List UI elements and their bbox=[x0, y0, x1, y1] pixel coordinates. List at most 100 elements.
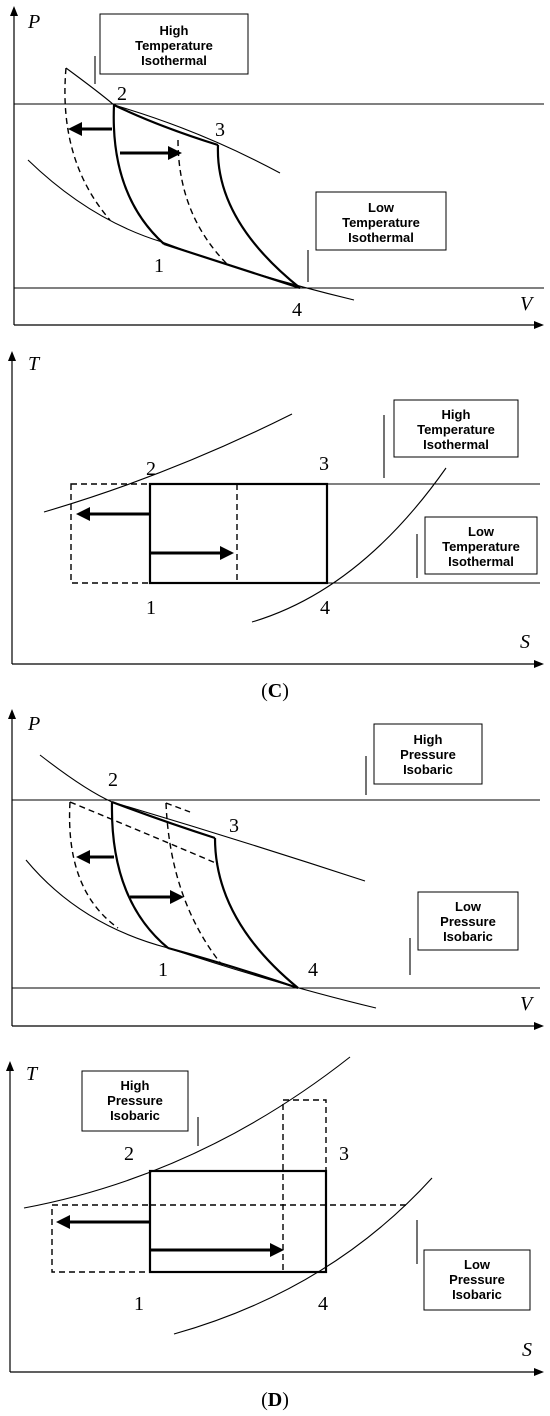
left-curve bbox=[43, 413, 293, 513]
shifted-right-expansion bbox=[165, 802, 223, 966]
low-box-line-1: Low bbox=[368, 200, 395, 215]
caption-open: ( bbox=[261, 680, 268, 702]
y-axis-arrowhead bbox=[6, 1061, 14, 1071]
x-axis-label: S bbox=[522, 1339, 532, 1361]
caption-letter: D bbox=[268, 1389, 282, 1411]
process-2-3 bbox=[111, 800, 216, 840]
caption-c: (C) bbox=[261, 680, 289, 702]
upper-curve bbox=[39, 754, 366, 882]
y-axis-label: T bbox=[28, 353, 41, 375]
panel-pv-pressure: P V 2 3 1 4 High Pressure Isobaric Low P… bbox=[8, 709, 544, 1030]
process-3-4 bbox=[216, 144, 301, 289]
right-curve bbox=[173, 1177, 433, 1335]
process-4-1 bbox=[163, 242, 301, 290]
shifted-left-dashed bbox=[70, 483, 151, 584]
high-box-line-3: Isobaric bbox=[403, 762, 453, 777]
shifted-right-dashed bbox=[282, 1099, 327, 1273]
low-box-line-3: Isothermal bbox=[448, 554, 514, 569]
shifted-right-top bbox=[165, 802, 191, 813]
shifted-left-compression bbox=[68, 801, 119, 929]
point-2-label: 2 bbox=[146, 458, 156, 480]
point-2-label: 2 bbox=[124, 1143, 134, 1165]
point-4-label: 4 bbox=[308, 959, 318, 981]
point-1-label: 1 bbox=[158, 959, 168, 981]
right-arrowhead bbox=[220, 546, 234, 560]
y-axis-arrowhead bbox=[10, 6, 18, 16]
high-box-line-2: Temperature bbox=[135, 38, 213, 53]
low-box-line-3: Isobaric bbox=[452, 1287, 502, 1302]
cycle-rectangle bbox=[148, 1169, 328, 1274]
shifted-expansion-dashed bbox=[177, 139, 229, 266]
low-box-line-2: Temperature bbox=[442, 539, 520, 554]
left-arrowhead bbox=[76, 507, 90, 521]
cycle-rectangle bbox=[148, 482, 329, 585]
point-3-label: 3 bbox=[229, 815, 239, 837]
point-2-label: 2 bbox=[117, 83, 127, 105]
low-box-line-2: Pressure bbox=[449, 1272, 505, 1287]
low-box-line-3: Isothermal bbox=[348, 230, 414, 245]
point-1-label: 1 bbox=[154, 255, 164, 277]
low-box-line-3: Isobaric bbox=[443, 929, 493, 944]
y-axis-arrowhead bbox=[8, 351, 16, 361]
high-box-line-1: High bbox=[121, 1078, 150, 1093]
high-box-line-3: Isothermal bbox=[141, 53, 207, 68]
low-isotherm-box bbox=[424, 516, 538, 575]
x-axis-arrowhead bbox=[534, 321, 544, 329]
high-isotherm-box bbox=[393, 399, 519, 458]
shifted-left-top bbox=[69, 801, 219, 865]
process-4-1 bbox=[167, 946, 299, 990]
right-curve bbox=[251, 467, 447, 623]
point-3-label: 3 bbox=[215, 119, 225, 141]
high-box-line-2: Pressure bbox=[400, 747, 456, 762]
y-axis-label: T bbox=[26, 1063, 39, 1085]
high-box-line-2: Temperature bbox=[417, 422, 495, 437]
caption-close: ) bbox=[282, 680, 289, 702]
high-box-line-1: High bbox=[160, 23, 189, 38]
x-axis-label: S bbox=[520, 631, 530, 653]
upper-curve bbox=[65, 67, 281, 174]
high-isotherm-box bbox=[99, 13, 249, 75]
lower-curve bbox=[27, 159, 355, 301]
y-axis-label: P bbox=[27, 713, 40, 735]
x-axis-arrowhead bbox=[534, 1022, 544, 1030]
process-1-2 bbox=[110, 801, 169, 949]
x-axis-arrowhead bbox=[534, 660, 544, 668]
high-box-line-2: Pressure bbox=[107, 1093, 163, 1108]
low-isotherm-box bbox=[315, 191, 447, 251]
high-box-line-1: High bbox=[414, 732, 443, 747]
high-box-line-1: High bbox=[442, 407, 471, 422]
process-3-4 bbox=[213, 837, 299, 989]
left-arrowhead bbox=[76, 850, 90, 864]
panel-ts-c: T S 2 3 1 4 High Temperature Isothermal … bbox=[8, 351, 544, 702]
low-isobar-box bbox=[423, 1249, 531, 1311]
right-arrowhead bbox=[170, 890, 184, 904]
right-arrowhead bbox=[270, 1243, 284, 1257]
low-box-line-1: Low bbox=[455, 899, 482, 914]
process-2-3 bbox=[113, 104, 219, 147]
low-isobar-box bbox=[417, 891, 519, 951]
low-box-line-2: Pressure bbox=[440, 914, 496, 929]
point-1-label: 1 bbox=[146, 597, 156, 619]
panel-ts-d: T S 2 3 1 4 High Pressure Isobaric Low P… bbox=[6, 1056, 544, 1411]
point-4-label: 4 bbox=[320, 597, 330, 619]
point-2-label: 2 bbox=[108, 769, 118, 791]
caption-open: ( bbox=[261, 1389, 268, 1411]
left-curve bbox=[23, 1056, 351, 1209]
process-1-2 bbox=[112, 104, 165, 245]
high-isobar-box bbox=[373, 723, 483, 785]
point-3-label: 3 bbox=[319, 453, 329, 475]
high-box-line-3: Isobaric bbox=[110, 1108, 160, 1123]
x-axis-label: V bbox=[520, 293, 535, 315]
shifted-compression-dashed bbox=[64, 67, 111, 221]
high-box-line-3: Isothermal bbox=[423, 437, 489, 452]
panel-pv-temperature: P V 2 3 1 4 High Temperature Isothermal … bbox=[10, 6, 544, 329]
caption-close: ) bbox=[282, 1389, 289, 1411]
point-4-label: 4 bbox=[292, 299, 302, 321]
lower-curve bbox=[25, 859, 377, 1009]
left-arrowhead bbox=[68, 122, 82, 136]
point-3-label: 3 bbox=[339, 1143, 349, 1165]
point-4-label: 4 bbox=[318, 1293, 328, 1315]
low-box-line-1: Low bbox=[464, 1257, 491, 1272]
shifted-left-dashed bbox=[51, 1204, 151, 1273]
